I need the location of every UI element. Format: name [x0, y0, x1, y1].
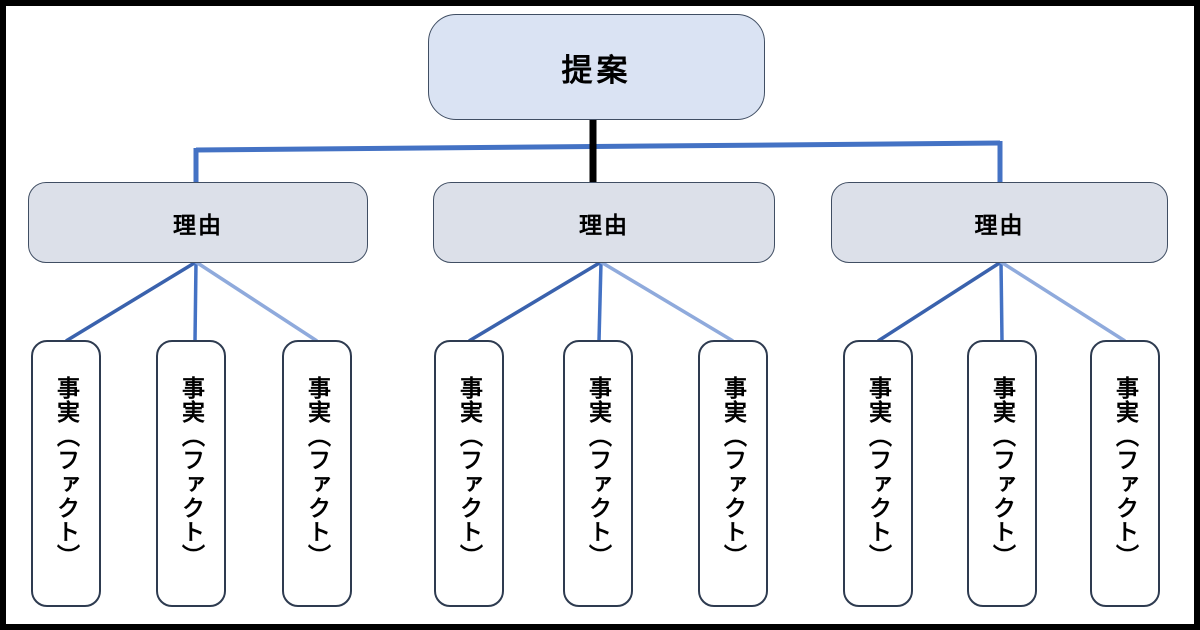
node-reason-2-label: 理由 [579, 211, 629, 238]
node-fact-9: 事実（ファクト） [1090, 340, 1160, 607]
connector-reason1-fact2 [193, 261, 198, 342]
node-fact-7: 事実（ファクト） [843, 340, 913, 607]
connector-reason3-fact7 [877, 260, 1002, 343]
node-fact-1: 事実（ファクト） [31, 340, 101, 607]
node-reason-1-label: 理由 [173, 211, 223, 238]
node-proposal: 提案 [428, 14, 765, 120]
node-fact-6-label: 事実（ファクト） [720, 376, 747, 568]
node-fact-1-label: 事実（ファクト） [53, 376, 80, 568]
node-fact-2: 事実（ファクト） [156, 340, 226, 607]
connector-reason1-fact3 [195, 260, 318, 343]
node-fact-4-label: 事実（ファクト） [456, 376, 483, 568]
node-reason-1: 理由 [28, 182, 368, 263]
node-fact-9-label: 事実（ファクト） [1112, 376, 1139, 568]
node-reason-3: 理由 [831, 182, 1168, 263]
node-fact-8: 事実（ファクト） [967, 340, 1037, 607]
node-reason-2: 理由 [433, 182, 775, 263]
connector-reason2-fact5 [597, 261, 603, 342]
node-fact-3-label: 事実（ファクト） [304, 376, 331, 568]
connector-reason3-fact9 [1000, 260, 1126, 343]
node-fact-5: 事実（ファクト） [563, 340, 633, 607]
connector-reason2-fact6 [600, 260, 734, 343]
connector-reason1-fact1 [65, 260, 197, 343]
node-proposal-label: 提案 [561, 52, 632, 88]
node-fact-2-label: 事実（ファクト） [178, 376, 205, 568]
node-fact-6: 事実（ファクト） [698, 340, 768, 607]
connector-reason2-fact4 [468, 260, 602, 343]
node-fact-5-label: 事実（ファクト） [585, 376, 612, 568]
node-fact-3: 事実（ファクト） [282, 340, 352, 607]
connector-reason3-fact8 [999, 261, 1004, 342]
node-fact-4: 事実（ファクト） [434, 340, 504, 607]
node-reason-3-label: 理由 [974, 211, 1025, 238]
node-fact-7-label: 事実（ファクト） [865, 376, 892, 568]
node-fact-8-label: 事実（ファクト） [989, 376, 1016, 568]
connector-horizontal-bus [195, 140, 1001, 153]
